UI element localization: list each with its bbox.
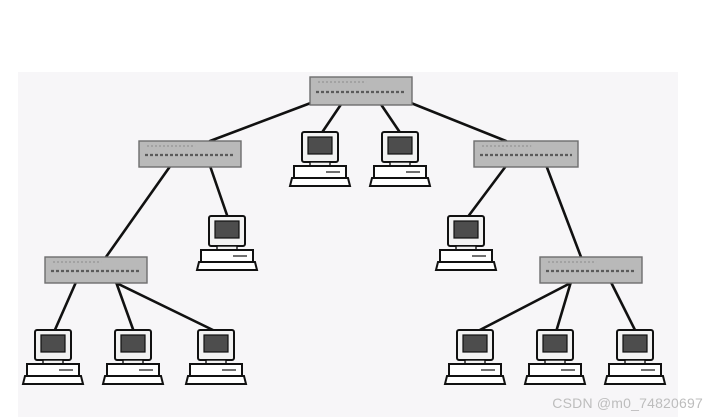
- pc-lb-2-computer-icon: [101, 329, 165, 385]
- link-hub-root-pc-root-1: [319, 103, 342, 136]
- monitor-screen: [453, 220, 479, 239]
- link-hub-left-bottom-pc-lb-3: [115, 281, 219, 334]
- monitor-screen: [40, 334, 66, 353]
- link-hub-left-bottom-pc-lb-2: [115, 281, 136, 334]
- computers-layer: [21, 131, 667, 385]
- link-hub-root-hub-right: [404, 99, 508, 143]
- watermark-text: CSDN @m0_74820697: [552, 395, 703, 411]
- hub-root: [309, 76, 413, 106]
- monitor-screen: [462, 334, 488, 353]
- monitor-screen: [120, 334, 146, 353]
- pc-lb-1-computer-icon: [21, 329, 85, 385]
- pc-root-1-computer-icon: [288, 131, 352, 187]
- link-hub-left-bottom-pc-lb-1: [52, 281, 77, 334]
- keyboard: [368, 177, 432, 187]
- keyboard: [288, 177, 352, 187]
- pc-root-2-computer-icon: [368, 131, 432, 187]
- link-hub-right-bottom-pc-rb-3: [610, 281, 638, 334]
- pc-lb-3-computer-icon: [184, 329, 248, 385]
- pc-rb-3-computer-icon: [603, 329, 667, 385]
- monitor-screen: [214, 220, 240, 239]
- monitor-screen: [387, 136, 413, 155]
- links-layer: [52, 99, 638, 334]
- keyboard: [434, 261, 498, 271]
- hub-right-bottom: [539, 256, 643, 284]
- keyboard: [523, 375, 587, 385]
- hub-left: [138, 140, 242, 168]
- keyboard: [443, 375, 507, 385]
- keyboard: [21, 375, 85, 385]
- monitor-screen: [203, 334, 229, 353]
- keyboard: [603, 375, 667, 385]
- link-hub-right-hub-right-bottom: [545, 165, 583, 259]
- link-hub-left-hub-left-bottom: [104, 165, 171, 259]
- keyboard: [195, 261, 259, 271]
- link-hub-right-pc-right-1: [465, 165, 507, 220]
- hubs-layer: [44, 76, 643, 284]
- link-hub-right-bottom-pc-rb-2: [554, 281, 572, 334]
- monitor-screen: [542, 334, 568, 353]
- pc-rb-2-computer-icon: [523, 329, 587, 385]
- link-hub-root-pc-root-2: [380, 103, 403, 136]
- pc-right-1-computer-icon: [434, 215, 498, 271]
- keyboard: [184, 375, 248, 385]
- keyboard: [101, 375, 165, 385]
- link-hub-left-pc-left-1: [209, 165, 230, 220]
- link-hub-root-hub-left: [208, 99, 318, 143]
- link-hub-right-bottom-pc-rb-1: [474, 281, 572, 334]
- monitor-screen: [307, 136, 333, 155]
- hub-right: [473, 140, 579, 168]
- pc-left-1-computer-icon: [195, 215, 259, 271]
- monitor-screen: [622, 334, 648, 353]
- pc-rb-1-computer-icon: [443, 329, 507, 385]
- hub-left-bottom: [44, 256, 148, 284]
